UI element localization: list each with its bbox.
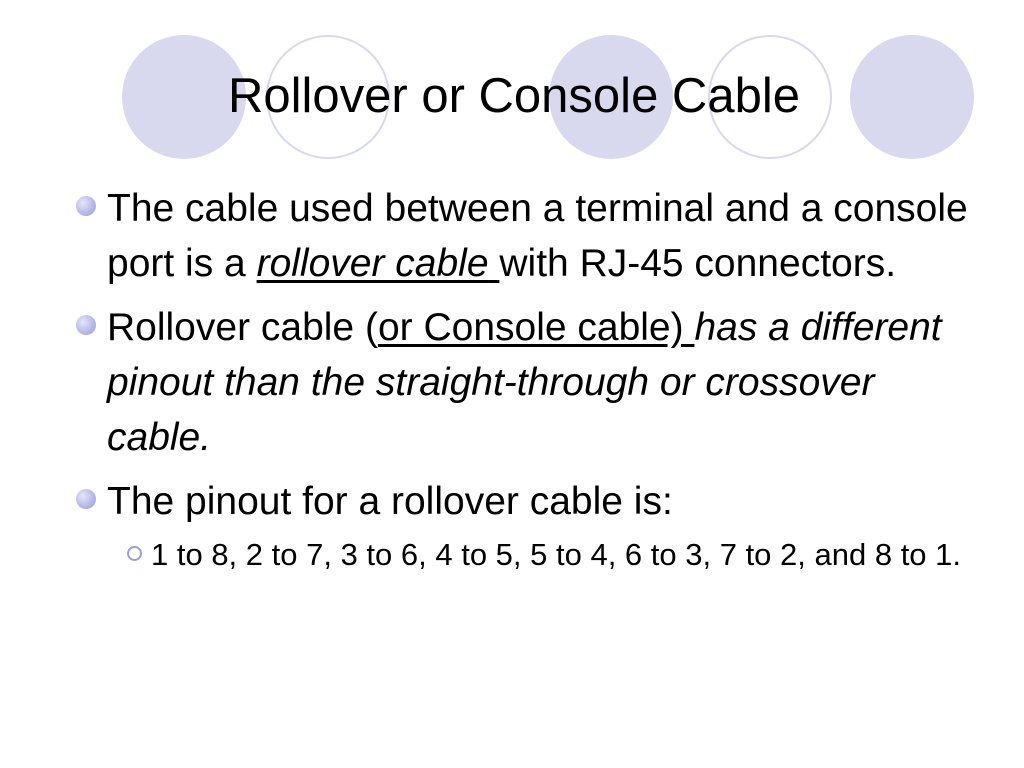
bullet-text: Rollover cable ( [107,306,378,349]
bullet-item: The cable used between a terminal and a … [74,181,984,291]
filled-circle-bullet-icon [76,489,96,509]
bullet-list: The cable used between a terminal and a … [74,181,984,587]
bullet-italic-text: has a different pinout than the straight… [107,306,942,459]
decorative-circle [850,35,974,159]
bullet-emphasis-italic: rollover cable [256,242,489,285]
bullet-text: The cable used between a terminal and a … [107,187,968,285]
sub-bullet-text: 1 to 8, 2 to 7, 3 to 6, 4 to 5, 5 to 4, … [151,537,962,572]
decorative-circle-outline [708,35,832,159]
bullet-emphasis-underlined: rollover cable [257,242,500,285]
bullet-item: The pinout for a rollover cable is: 1 to… [74,474,984,578]
decorative-circle [122,35,246,159]
bullet-text: The pinout for a rollover cable is: [107,480,673,523]
decorative-circle-outline [266,35,390,159]
slide-title: Rollover or Console Cable [228,69,800,123]
bullet-underlined-text: or Console cable) [377,306,695,349]
filled-circle-bullet-icon [76,196,96,216]
underline-spacer [489,242,500,285]
sub-bullet-list: 1 to 8, 2 to 7, 3 to 6, 4 to 5, 5 to 4, … [107,532,984,578]
bullet-text: with RJ-45 connectors. [499,242,897,285]
filled-circle-bullet-icon [76,315,96,335]
decorative-circle [549,35,673,159]
bullet-item: Rollover cable (or Console cable) has a … [74,300,984,465]
hollow-circle-bullet-icon [127,546,142,561]
sub-bullet-item: 1 to 8, 2 to 7, 3 to 6, 4 to 5, 5 to 4, … [107,532,984,578]
